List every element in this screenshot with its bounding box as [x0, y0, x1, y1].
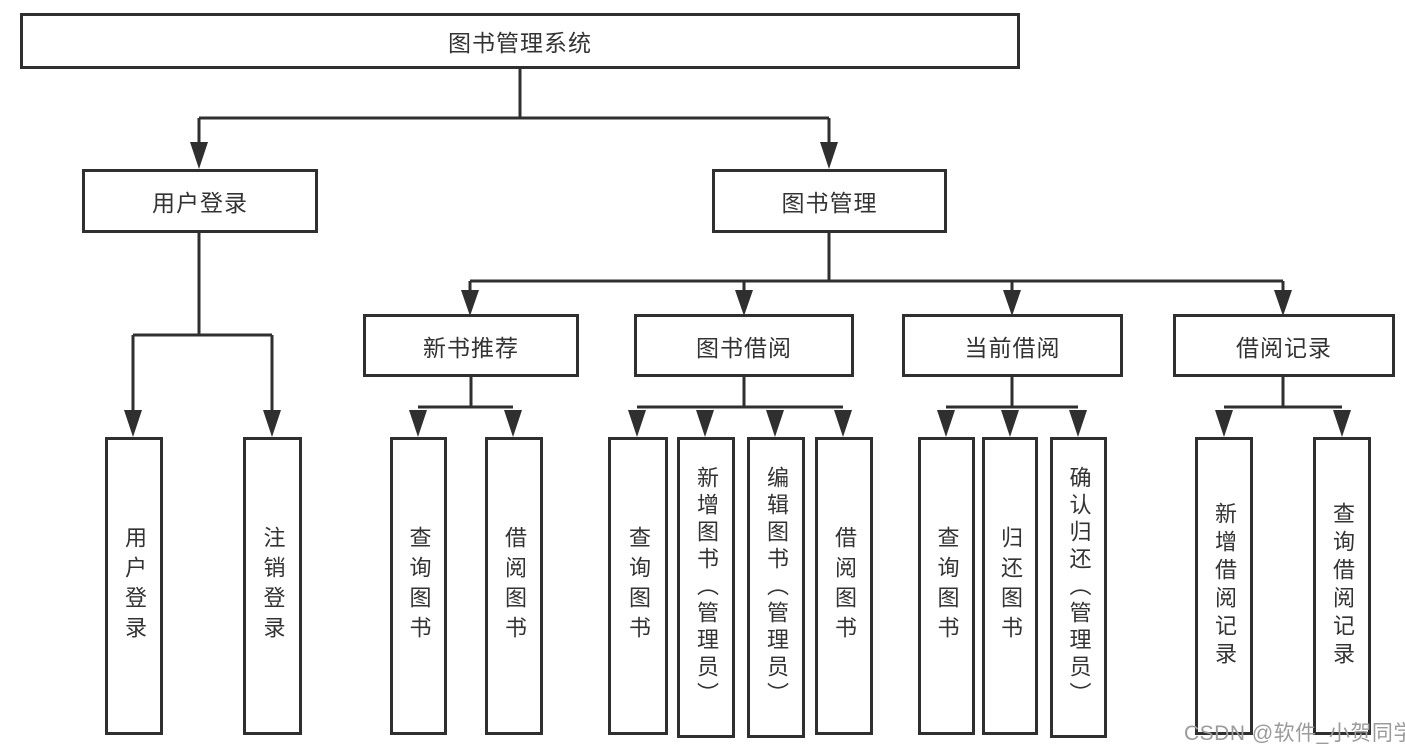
- node-book-management: 图书管理: [712, 169, 947, 233]
- leaf-logout: 注销登录: [243, 437, 302, 735]
- leaf-edit-book-admin: 编辑图书（管理员）: [747, 437, 805, 738]
- leaf-label: 新增借阅记录: [1212, 502, 1237, 670]
- leaf-label: 用户登录: [122, 526, 147, 646]
- leaf-label: 编辑图书（管理员）: [764, 466, 789, 709]
- leaf-query-book-borrow: 查询图书: [608, 437, 668, 735]
- leaf-label: 查询图书: [934, 526, 960, 646]
- node-library-system: 图书管理系统: [20, 13, 1020, 69]
- csdn-watermark: CSDN @软件_小贺同学: [1184, 722, 1405, 745]
- leaf-borrow-book: 借阅图书: [815, 437, 873, 735]
- leaf-add-book-admin: 新增图书（管理员）: [677, 437, 735, 738]
- leaf-label: 查询图书: [626, 526, 651, 646]
- leaf-query-borrow-record: 查询借阅记录: [1313, 437, 1371, 735]
- leaf-user-login: 用户登录: [105, 437, 163, 735]
- leaf-label: 新增图书（管理员）: [694, 466, 719, 709]
- connector-lines-book-mgmt: [468, 233, 1285, 290]
- node-current-borrow: 当前借阅: [902, 314, 1123, 377]
- leaf-return-book: 归还图书: [982, 437, 1038, 735]
- connector-lines-l1: [197, 69, 831, 142]
- connector-lines-user-login: [131, 233, 274, 410]
- leaf-label: 确认归还（管理员）: [1066, 466, 1092, 709]
- leaf-query-book-current: 查询图书: [918, 437, 975, 735]
- node-borrow-records: 借阅记录: [1173, 314, 1395, 377]
- leaf-confirm-return-admin: 确认归还（管理员）: [1050, 437, 1107, 738]
- leaf-borrow-book-recommend: 借阅图书: [485, 437, 543, 735]
- node-new-book-recommend: 新书推荐: [363, 314, 579, 377]
- node-book-borrow: 图书借阅: [634, 314, 854, 377]
- leaf-label: 注销登录: [260, 526, 286, 646]
- leaf-label: 借阅图书: [832, 526, 857, 646]
- leaf-label: 查询图书: [406, 526, 432, 646]
- leaf-label: 归还图书: [998, 526, 1023, 646]
- connector-lines-l3: [418, 377, 1342, 409]
- leaf-query-book-recommend: 查询图书: [390, 437, 447, 735]
- leaf-add-borrow-record: 新增借阅记录: [1195, 437, 1253, 735]
- leaf-label: 借阅图书: [502, 526, 527, 646]
- leaf-label: 查询借阅记录: [1330, 502, 1355, 670]
- node-user-login: 用户登录: [82, 169, 318, 233]
